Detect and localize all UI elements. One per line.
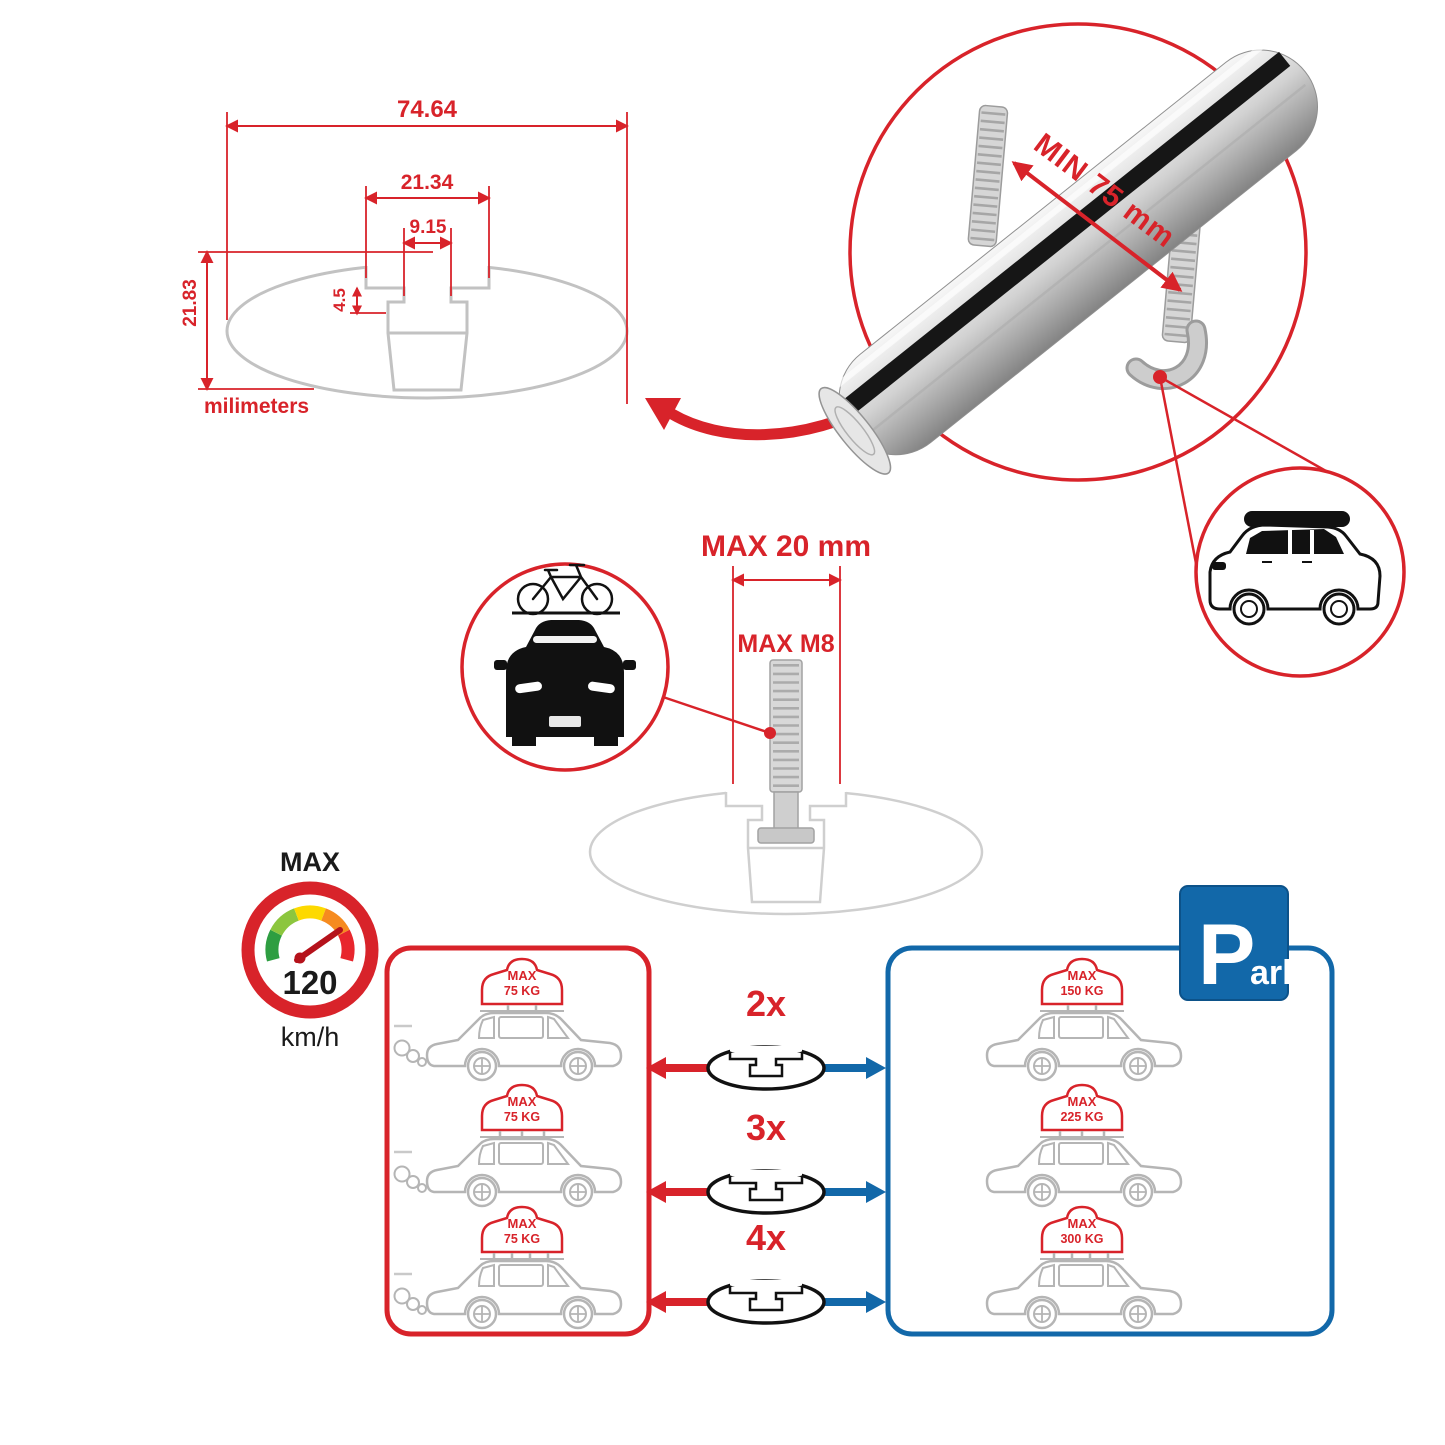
driving-load-panel: MAX 75 KG MAX 75 KG [384,945,652,1337]
max-thread-label: MAX M8 [737,630,834,658]
parked-load-panel: MAX 150 KG MAX 225 KG MAX 300 KG [885,885,1335,1337]
units-label: milimeters [204,395,309,418]
dim-step-depth-label: 4.5 [330,288,349,312]
bolt-pointer-dot [764,727,776,739]
roof-box [1244,511,1350,527]
bolt-leader-line [662,695,771,735]
profile-t-slot [364,266,491,392]
dimension-step-depth: 4.5 [330,286,386,316]
bag-max-label: MAX [508,1216,537,1231]
bag-weight-label: 75 KG [504,1110,540,1124]
bolt-size-diagram: MAX 20 mm MAX M8 [588,530,984,916]
crossbar-section-icon-row2 [644,1168,888,1215]
speed-limit-badge: MAX 120 km/h [241,847,379,1052]
bag-max-label: MAX [508,1094,537,1109]
car-front-icon [494,620,636,746]
bag-weight-label: 75 KG [504,984,540,998]
crossbar-cross-section-diagram: 74.64 21.34 9.15 4.5 21.83 milimeters [180,96,629,418]
bike-on-car-circle [460,562,670,772]
suv-with-roofbox-icon [1208,511,1382,626]
parked-car-2: MAX 225 KG [985,1083,1183,1208]
dim-channel-inner-label: 9.15 [410,217,447,238]
u-bolt-hook [1125,319,1208,390]
bag-weight-label: 150 KG [1060,984,1103,998]
leader-line-2 [1158,376,1202,585]
multiplier-label-4x: 4x [746,1217,786,1258]
parked-car-1: MAX 150 KG [985,957,1183,1082]
bike-icon [512,563,620,616]
multiplier-label-3x: 3x [746,1107,786,1148]
bag-max-label: MAX [1068,1216,1097,1231]
headlight-right [588,681,615,694]
speed-max-label: MAX [280,847,340,877]
crossbar-section-icon-row3 [644,1278,888,1325]
speedometer-icon [265,905,355,964]
dimension-width-total: 74.64 [225,96,629,404]
dim-height-total-label: 21.83 [180,279,201,327]
max-bolt-length-label: MAX 20 mm [701,530,871,563]
t-nut [757,827,815,844]
bar-end-cap [818,386,892,475]
threaded-bolt [757,659,815,844]
dim-width-total-label: 74.64 [397,96,458,123]
bag-max-label: MAX [1068,968,1097,983]
speed-unit: km/h [281,1022,340,1052]
parked-car-3: MAX 300 KG [985,1205,1183,1330]
crossbar-count-rows: 2x 3x 4x [644,983,888,1325]
multiplier-label-2x: 2x [746,983,786,1024]
parking-sign-rest: ark [1250,954,1301,992]
dimension-height-total: 21.83 [180,250,433,391]
bag-max-label: MAX [1068,1094,1097,1109]
speed-value: 120 [282,964,337,1001]
bag-weight-label: 75 KG [504,1232,540,1246]
dimension-channel-outer: 21.34 [364,171,491,278]
dim-channel-outer-label: 21.34 [401,171,454,194]
arrowhead [645,398,681,430]
bag-weight-label: 300 KG [1060,1232,1103,1246]
bar-detail-circle: MIN 75 mm [818,22,1318,482]
headlight-left [515,681,542,694]
parking-sign: P ark [1179,885,1301,1003]
parking-sign-letter: P [1198,907,1255,1003]
min-spread-arrow [1011,161,1183,292]
suv-roofbox-circle [1194,466,1406,678]
bag-weight-label: 225 KG [1060,1110,1103,1124]
bag-max-label: MAX [508,968,537,983]
driving-car-3: MAX 75 KG [393,1205,623,1330]
u-bolt-left [967,104,1009,248]
driving-car-2: MAX 75 KG [393,1083,623,1208]
driving-car-1: MAX 75 KG [393,957,623,1082]
crossbar-section-icon-row1 [644,1044,888,1091]
dimension-channel-inner: 9.15 [402,217,453,296]
